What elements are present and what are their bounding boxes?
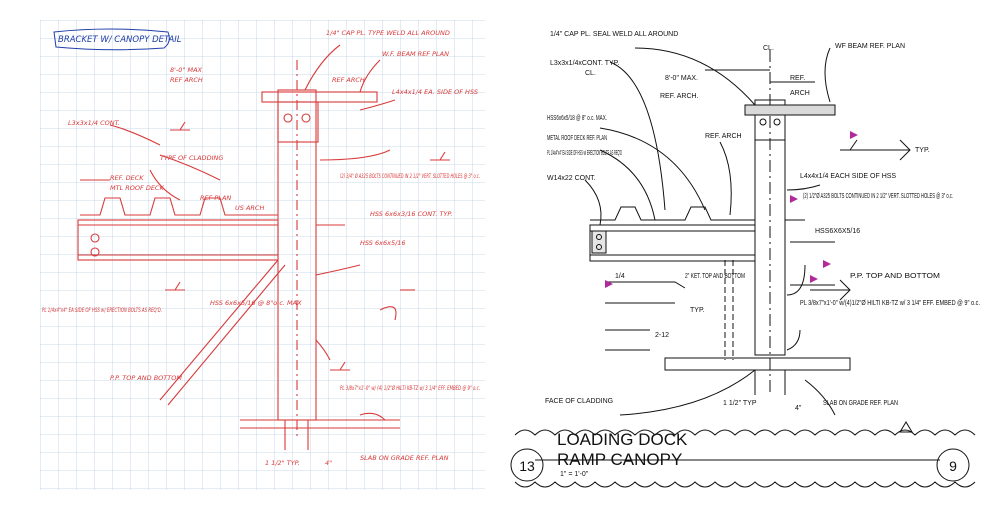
cad-note-ref-arch: REF. ARCH. [660,93,699,100]
sketch-note-us-arch: US ARCH [235,204,264,212]
cad-note-hss-8oc: HSS6x6x5/18 @ 8" o.c. MAX. [547,115,607,122]
sketch-dim-b: 4" [325,459,332,467]
cad-note-typ: TYP. [690,307,705,314]
sketch-dim-a: 1 1/2" TYP. [265,459,300,467]
sketch-note-pl-14: PL 1/4x4"x4" EA SIDE OF HSS w/ ERECTION … [42,306,162,314]
cad-w14 [589,224,756,262]
cad-note-w212: 2-12 [655,332,669,339]
sketch-note-wf-beam: W.F. BEAM REF PLAN [382,50,449,58]
cad-note-arch: ARCH [790,90,810,97]
title-line-2: RAMP CANOPY [557,450,682,469]
cad-note-hss-6x6: HSS6X6X5/16 [815,228,860,235]
cad-note-l3x3: L3x3x1/4xCONT. TYP. [550,60,619,67]
cad-slab [664,357,851,371]
sketch-note-cap-pl: 1/4" CAP PL. TYPE WELD ALL AROUND [326,29,450,37]
cad-drawing-panel: 1/4" CAP PL. SEAL WELD ALL AROUND L3x3x1… [510,31,980,488]
cad-wf-beam [744,104,836,116]
detail-number-bubble [510,448,544,482]
sketch-roof-deck [80,197,278,216]
cad-note-typ2: TYP. [915,147,930,154]
sketch-note-type-cladding: TYPE OF CLADDING [160,154,223,162]
sheet-number: 9 [949,458,957,474]
sketch-note-l4x4: L4x4x1/4 EA. SIDE OF HSS [392,88,478,96]
cad-note-slab: SLAB ON GRADE REF. PLAN [823,400,898,407]
sketch-note-l3x3: L3x3x1/4 CONT. [68,119,120,127]
sketch-title: BRACKET W/ CANOPY DETAIL [58,35,182,45]
hand-sketch-panel: BRACKET W/ CANOPY DETAIL [40,20,485,490]
cad-note-pl-38: PL 3/8x7"x1'-0" w/(4)1/2"Ø HILTI KB-TZ w… [800,300,980,307]
sketch-note-ref-arch: REF ARCH [170,76,203,84]
cad-note-ket: 2" KET. TOP AND BOTTOM [685,273,745,280]
sketch-note-roof-deck: MTL ROOF DECK [110,184,164,192]
cad-note-ref: REF. [790,75,805,82]
cad-note-pp: P.P. TOP AND BOTTOM [850,273,940,280]
sheet-number-bubble [936,448,970,482]
title-line-1: LOADING DOCK [557,430,688,449]
cad-note-bolts: (2) 1/2"Ø A325 BOLTS CONTINUED IN 2 1/2"… [803,193,953,200]
cad-note-pl-14: PL 1/4x4"x4" EA SIDE OF HSS w/ ERECTION … [547,150,622,157]
sketch-note-ref-arch2: REF ARCH [332,76,365,84]
cad-note-cap-pl: 1/4" CAP PL. SEAL WELD ALL AROUND [550,31,678,38]
sketch-note-hss-6x6: HSS 6x6x5/16 [360,239,406,247]
cad-roof-deck [590,206,755,221]
sketch-note-ref-plan: REF PLAN [200,194,231,202]
detail-number: 13 [519,458,535,474]
sketch-note-ref-deck: REF. DECK [110,174,144,182]
sketch-note-max: 8'-0" MAX [170,66,203,74]
sketch-brace [159,259,279,401]
sketch-note-pp: P.P. TOP AND BOTTOM [110,374,182,382]
cad-note-ref-arch2: REF. ARCH [705,133,742,140]
sketch-note-hss: HSS 6x6x5/16 @ 8"o.c. MAX [210,299,302,307]
cad-note-w14: W14x22 CONT. [547,175,596,182]
sketch-w14 [77,219,279,261]
cad-note-max: 8'-0" MAX. [665,75,698,82]
sketch-note-pl-38: PL 3/8x7"x1'-0" w/ (4) 1/2"Ø HILTI KB-TZ… [340,384,480,392]
cad-note-metal-roof: METAL ROOF DECK REF. PLAN [547,135,607,142]
cad-note-dim-b: 4" [795,405,802,412]
cad-note-l4x4: L4x4x1/4 EACH SIDE OF HSS [800,173,896,180]
sketch-note-hss-cont: HSS 6x6x3/16 CONT. TYP. [370,210,452,218]
sketch-note-bolts: (2) 3/4" Ø A325 BOLTS CONTINUED IN 2 1/2… [340,172,480,180]
title-scale: 1" = 1'-0" [560,471,589,478]
cad-note-face: FACE OF CLADDING [545,398,613,405]
cad-note-cl-top: CL. [763,45,774,52]
cad-note-dim-a: 1 1/2" TYP [723,400,757,407]
cad-note-wf-beam: WF BEAM REF. PLAN [835,43,905,50]
sketch-note-slab: SLAB ON GRADE REF. PLAN [360,454,449,462]
cad-note-w14-frac: 1/4 [615,273,625,280]
cad-note-cl-left: CL. [585,70,596,77]
sketch-beam [261,91,378,103]
